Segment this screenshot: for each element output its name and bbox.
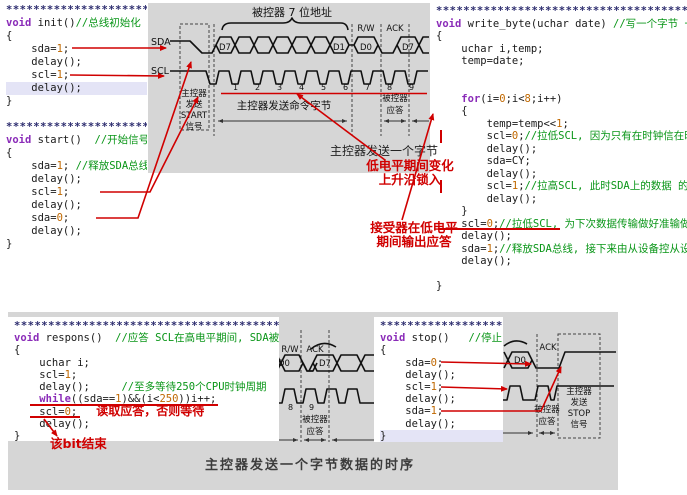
- svg-text:主控器: 主控器: [181, 88, 207, 99]
- command-byte-label: 主控器发送命令字节: [237, 99, 332, 112]
- address-brace: [221, 17, 349, 31]
- stop-box-text: 主控器 发送 STOP 信号: [566, 386, 592, 430]
- code-panel-respons[interactable]: ****************************************…: [8, 317, 279, 441]
- clock-8-label: 8: [288, 403, 293, 412]
- annotation-receiver-ack: 接受器在低电平 期间输出应答: [370, 220, 458, 249]
- slave-ack-label-1: 被控器: [382, 93, 408, 104]
- bit-d0-label: D0: [279, 359, 290, 369]
- slave-ack-label-2: 应答: [538, 416, 556, 427]
- svg-text:信号: 信号: [570, 419, 587, 430]
- figure-caption: 主控器发送一个字节数据的时序: [204, 458, 415, 473]
- bit-d7-label: D7: [219, 43, 231, 53]
- svg-text:4: 4: [299, 83, 304, 92]
- annotation-low-level: 低电平期间变化 上升沿锁入: [366, 158, 454, 187]
- slave-ack-label-2: 应答: [306, 426, 324, 437]
- svg-text:STOP: STOP: [568, 409, 590, 419]
- svg-text:7: 7: [365, 83, 370, 92]
- svg-text:1: 1: [233, 83, 238, 92]
- rw-label: R/W: [357, 24, 375, 34]
- fragment-dashed-lines: [300, 330, 330, 442]
- rw-label: R/W: [281, 345, 299, 355]
- bit-d7-label: D7: [319, 359, 331, 369]
- clock-9-label: 9: [309, 403, 314, 412]
- svg-text:发送: 发送: [185, 99, 203, 110]
- bit-d0-label: D0: [514, 356, 526, 366]
- code-panel-stop[interactable]: ***********************void stop() //停止{…: [374, 317, 503, 442]
- annotation-bit-end: 该bit结束: [50, 436, 107, 451]
- sda-waveform-2: [302, 354, 374, 372]
- scl-waveform: [170, 70, 428, 85]
- ack-waveform-fragment: R/W ACK 8 9 D0 D7 被控器 应答: [279, 330, 374, 442]
- code-panel-write-byte[interactable]: ****************************************…: [430, 0, 687, 312]
- svg-text:8: 8: [387, 83, 392, 92]
- slave-ack-label-2: 应答: [386, 105, 404, 116]
- code-panel-init-start[interactable]: *********************void init()//总线初始化{…: [0, 0, 147, 312]
- ack-label: ACK: [306, 345, 324, 355]
- sda-waveform: [170, 36, 429, 54]
- svg-text:发送: 发送: [570, 397, 588, 408]
- svg-text:6: 6: [343, 83, 348, 92]
- svg-text:2: 2: [255, 83, 260, 92]
- diagram-title: 被控器 7 位地址: [252, 5, 332, 19]
- svg-text:信号: 信号: [185, 121, 202, 132]
- svg-text:START: START: [181, 111, 208, 121]
- scl-label: SCL: [151, 66, 170, 77]
- svg-text:3: 3: [277, 83, 282, 92]
- ack-label: ACK: [539, 343, 557, 353]
- sda-label: SDA: [151, 37, 171, 48]
- next-byte-brace: [310, 342, 337, 350]
- stop-waveform-fragment: ACK D0 被控器 应答 主控器 发送 STOP 信号: [503, 333, 616, 439]
- slave-ack-label-1: 被控器: [302, 414, 328, 425]
- svg-text:9: 9: [409, 83, 414, 92]
- ack-label: ACK: [386, 24, 404, 34]
- start-box-text: 主控器 发送 START 信号: [181, 88, 208, 132]
- send-byte-label: 主控器发送一个字节: [330, 144, 439, 158]
- bit-d0-label: D0: [360, 43, 372, 53]
- svg-text:主控器: 主控器: [566, 386, 592, 397]
- scl-waveform: [279, 388, 374, 404]
- clock-numbers: 1 2 3 4 5 6 7 8 9: [233, 83, 414, 92]
- bit-d7-next-label: D7: [402, 43, 414, 53]
- byte-brace-end: [503, 340, 528, 347]
- region-dashed-lines: [213, 24, 410, 136]
- slave-ack-label-1: 被控器: [534, 404, 560, 415]
- bit-d1-label: D1: [333, 43, 345, 53]
- svg-text:5: 5: [321, 83, 326, 92]
